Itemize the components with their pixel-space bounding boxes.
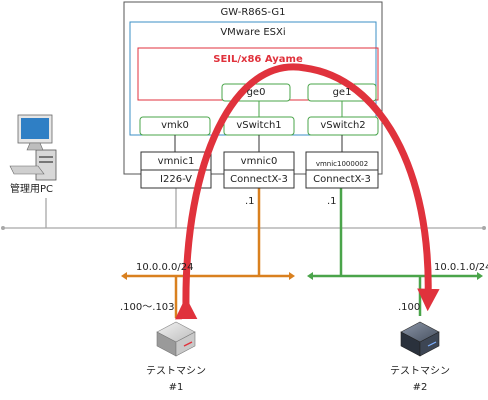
test-machine-2-icon — [400, 321, 440, 357]
net0-bus-end-right — [289, 272, 295, 280]
pc-icon — [9, 114, 57, 181]
nic3-name: vmnic1000002 — [315, 160, 369, 168]
net1-bus-end-left — [307, 272, 313, 280]
net1-gateway: .1 — [327, 196, 337, 207]
mgmt-line-end-left — [1, 226, 5, 230]
vmk0-label: vmk0 — [161, 120, 189, 131]
nic2-model: ConnectX-3 — [230, 174, 288, 185]
vswitch2-label: vSwitch2 — [320, 120, 366, 131]
nic3-model: ConnectX-3 — [313, 174, 371, 185]
nic2-name: vmnic0 — [240, 156, 278, 167]
pc-label: 管理用PC — [10, 184, 54, 195]
net1-bus-end-right — [477, 272, 483, 280]
machine2-address: .100 — [398, 302, 421, 313]
net0-bus-end-left — [121, 272, 127, 280]
host-name: GW-R86S-G1 — [220, 7, 286, 18]
machine1-id: #1 — [168, 382, 184, 393]
machine1-name: テストマシン — [146, 366, 206, 377]
nic1-model: I226-V — [160, 174, 192, 185]
net0-gateway: .1 — [245, 196, 255, 207]
vm-label: SEIL/x86 Ayame — [213, 54, 303, 65]
net1-subnet: 10.0.1.0/24 — [434, 262, 488, 273]
hypervisor-label: VMware ESXi — [220, 27, 286, 38]
traffic-arrow — [174, 63, 440, 320]
machine2-name: テストマシン — [390, 366, 450, 377]
mgmt-line-end-right — [482, 226, 486, 230]
vswitch1-label: vSwitch1 — [236, 120, 282, 131]
machine2-id: #2 — [412, 382, 428, 393]
ge1-label: ge1 — [332, 87, 352, 98]
net0-subnet: 10.0.0.0/24 — [136, 262, 194, 273]
test-machine-1-icon — [156, 321, 196, 357]
machine1-address: .100～.103 — [120, 302, 175, 313]
nic1-name: vmnic1 — [157, 156, 195, 167]
ge0-label: ge0 — [246, 87, 266, 98]
vswitch2-box — [307, 116, 379, 136]
